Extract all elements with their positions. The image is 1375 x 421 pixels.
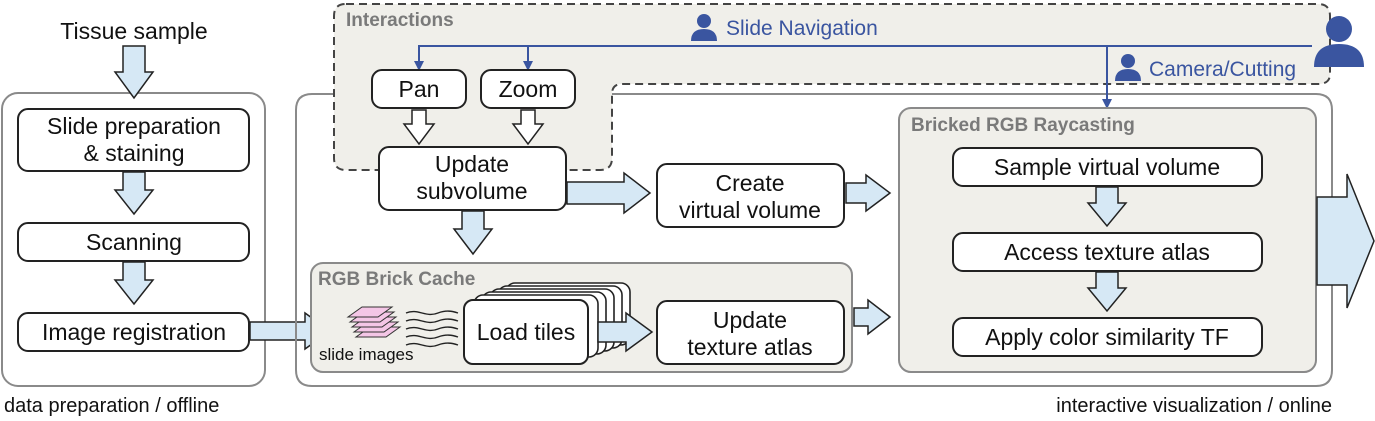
create-virtual-volume-box: Create virtual volume	[656, 163, 845, 228]
user-icon	[1314, 16, 1364, 67]
svg-text:Zoom: Zoom	[499, 76, 558, 102]
arrow-tiles-to-atlas	[597, 311, 654, 353]
camera-cutting-label: Camera/Cutting	[1149, 58, 1296, 81]
brick-cache-title: RGB Brick Cache	[318, 269, 475, 290]
image-registration-box: Image registration	[17, 312, 250, 352]
svg-text:Sample virtual volume: Sample virtual volume	[994, 154, 1220, 180]
svg-text:virtual volume: virtual volume	[679, 197, 821, 223]
sample-virtual-volume-box: Sample virtual volume	[952, 147, 1263, 187]
access-texture-atlas-box: Access texture atlas	[952, 232, 1263, 272]
load-tiles-stack	[463, 282, 631, 365]
svg-text:Image registration: Image registration	[42, 319, 226, 345]
arrow-update-to-cache	[452, 210, 494, 256]
svg-text:subvolume: subvolume	[416, 178, 527, 204]
tile-stream-arrows	[405, 310, 459, 348]
arrow-scanning-to-registration	[113, 261, 155, 306]
online-caption: interactive visualization / online	[1056, 395, 1332, 417]
slide-preparation-box: Slide preparation & staining	[17, 108, 250, 172]
pan-box: Pan	[371, 69, 467, 109]
arrow-access-to-apply	[1086, 271, 1128, 313]
svg-text:texture atlas: texture atlas	[687, 334, 812, 360]
slide-navigation-connector	[414, 45, 1312, 109]
layers-icon	[346, 306, 402, 338]
svg-text:Update: Update	[435, 151, 509, 177]
svg-text:Create: Create	[715, 170, 784, 196]
arrow-prep-to-scanning	[113, 171, 155, 216]
slide-navigation-label: Slide Navigation	[726, 17, 878, 40]
arrow-zoom-to-update	[511, 109, 545, 146]
svg-text:Pan: Pan	[399, 76, 440, 102]
interactions-title: Interactions	[346, 10, 454, 31]
scanning-box: Scanning	[17, 222, 250, 262]
apply-color-tf-box: Apply color similarity TF	[952, 317, 1263, 357]
user-icon-camera	[1115, 54, 1141, 81]
slide-images-label: slide images	[319, 345, 414, 364]
svg-text:Slide preparation: Slide preparation	[47, 113, 221, 139]
arrow-create-to-raycasting	[845, 173, 892, 213]
svg-text:Access texture atlas: Access texture atlas	[1004, 239, 1210, 265]
svg-text:Update: Update	[713, 307, 787, 333]
update-subvolume-box: Update subvolume	[378, 146, 567, 211]
arrow-cache-to-raycasting	[853, 298, 892, 336]
zoom-box: Zoom	[480, 69, 576, 109]
offline-caption: data preparation / offline	[4, 395, 219, 417]
output-arrow	[1316, 173, 1375, 309]
tissue-sample-label: Tissue sample	[60, 18, 207, 44]
arrow-pan-to-update	[402, 109, 436, 146]
user-icon-slide-nav	[691, 14, 717, 41]
update-texture-atlas-box: Update texture atlas	[656, 300, 845, 365]
svg-text:& staining: & staining	[83, 140, 184, 166]
svg-text:Apply color similarity TF: Apply color similarity TF	[985, 324, 1229, 350]
arrow-tissue-to-prep	[113, 45, 155, 100]
arrow-sample-to-access	[1086, 186, 1128, 228]
svg-text:Scanning: Scanning	[86, 229, 182, 255]
arrow-update-to-create	[566, 171, 652, 215]
raycasting-title: Bricked RGB Raycasting	[911, 115, 1135, 136]
load-tiles-label: Load tiles	[477, 319, 575, 345]
online-group	[295, 93, 1333, 387]
